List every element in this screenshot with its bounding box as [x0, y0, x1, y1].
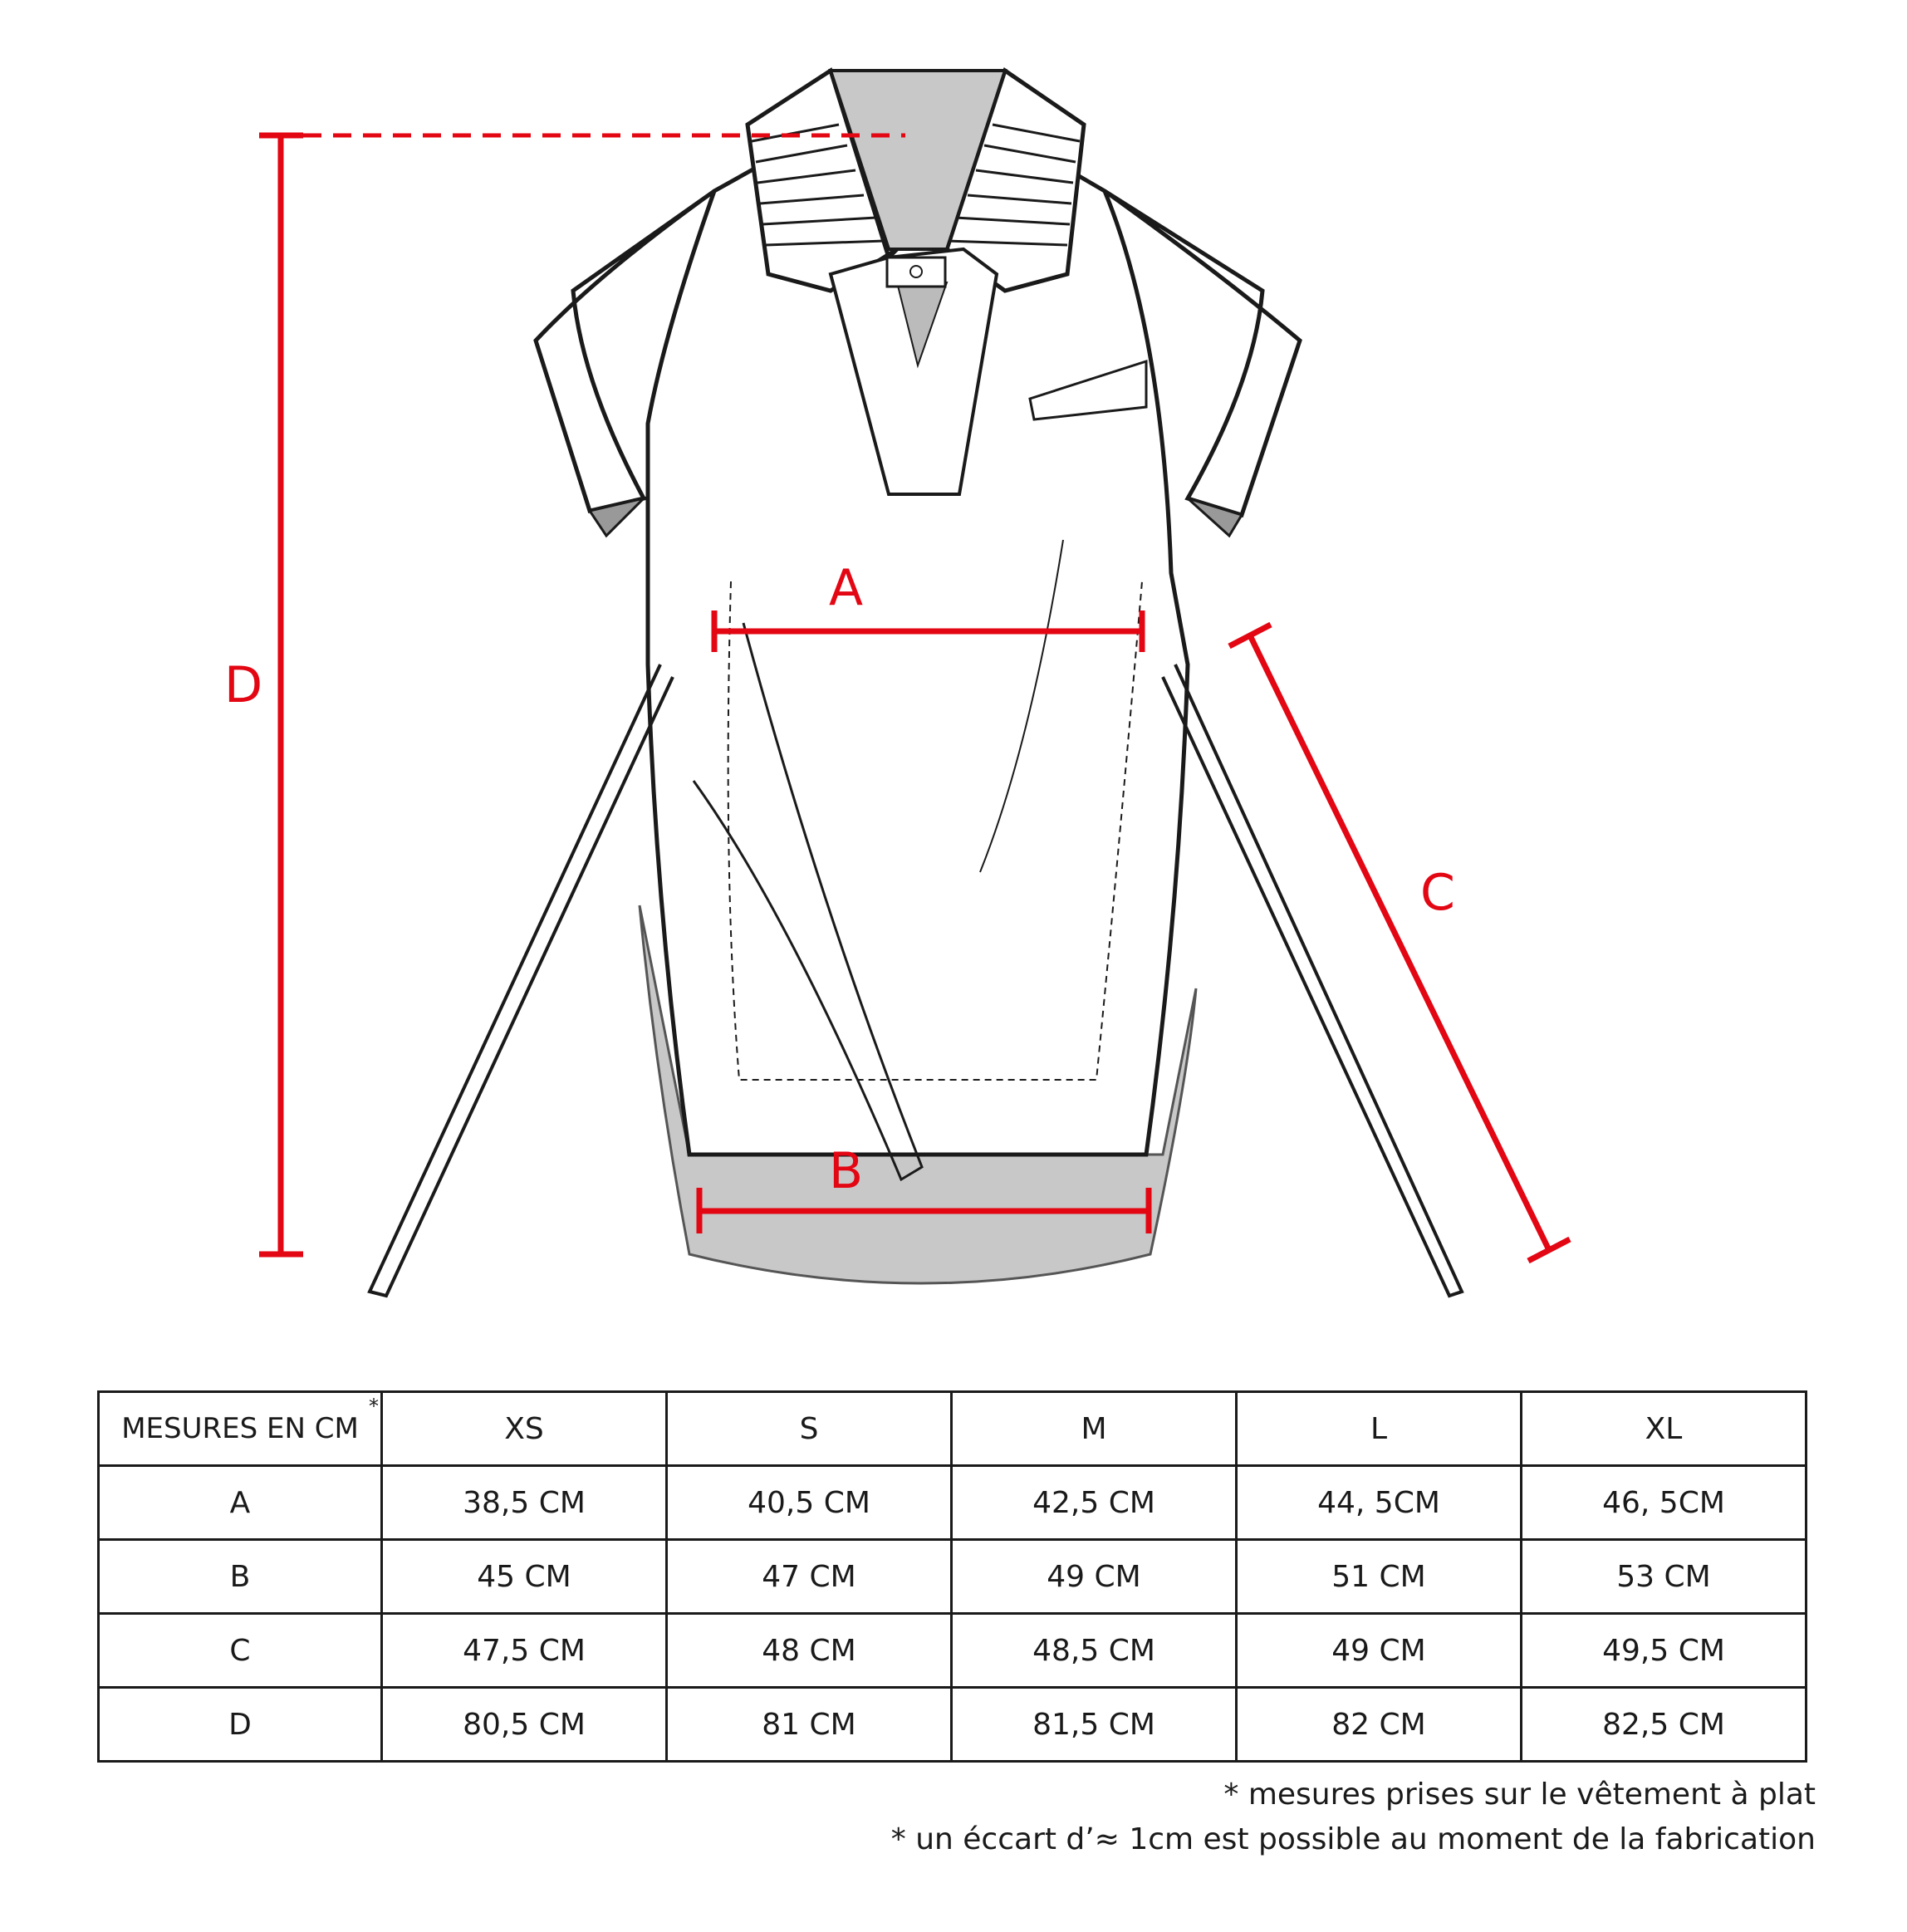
- table-row: C 47,5 CM 48 CM 48,5 CM 49 CM 49,5 CM: [97, 1612, 1807, 1689]
- table-cell: 47 CM: [665, 1538, 953, 1615]
- front-pocket-outline: [727, 581, 1143, 1081]
- table-cell: 82,5 CM: [1520, 1686, 1807, 1763]
- collar-ruffle-right-pleats: [946, 123, 1081, 247]
- size-header: XS: [380, 1390, 668, 1467]
- measure-b: [696, 1188, 1152, 1233]
- row-label: C: [97, 1612, 383, 1689]
- table-cell: 46, 5CM: [1520, 1464, 1807, 1541]
- table-cell: 38,5 CM: [380, 1464, 668, 1541]
- wrap-front-panel: [692, 622, 924, 1182]
- table-cell: 49 CM: [950, 1538, 1238, 1615]
- front-drape-line: [979, 539, 1064, 873]
- collar-back: [828, 69, 1007, 251]
- measure-c-label: C: [1420, 864, 1455, 922]
- row-label: A: [97, 1464, 383, 1541]
- measure-d-label: D: [224, 656, 262, 714]
- right-cuff: [1186, 497, 1244, 538]
- table-cell: 47,5 CM: [380, 1612, 668, 1689]
- table-row: B 45 CM 47 CM 49 CM 51 CM 53 CM: [97, 1538, 1807, 1615]
- size-header: M: [950, 1390, 1238, 1467]
- measure-a-label: A: [829, 559, 863, 617]
- row-label: B: [97, 1538, 383, 1615]
- size-header: L: [1235, 1390, 1522, 1467]
- size-header: XL: [1520, 1390, 1807, 1467]
- left-cuff: [587, 496, 648, 538]
- table-cell: 44, 5CM: [1235, 1464, 1522, 1541]
- garment-technical-drawing: D A B C: [224, 67, 1571, 1298]
- table-cell: 49,5 CM: [1520, 1612, 1807, 1689]
- footnote-tolerance: * un éccart d’≈ 1cm est possible au mome…: [890, 1822, 1816, 1856]
- size-header: S: [665, 1390, 953, 1467]
- chest-pocket: [1028, 359, 1148, 421]
- collar-ruffle-left-pleats: [751, 123, 885, 247]
- table-cell: 53 CM: [1520, 1538, 1807, 1615]
- table-header-row: MESURES EN CM * XS S M L XL: [97, 1390, 1807, 1467]
- measure-a: [711, 610, 1145, 652]
- table-corner-cell: MESURES EN CM *: [97, 1390, 383, 1467]
- right-side-tie: [1161, 664, 1464, 1298]
- measure-c: [1228, 621, 1571, 1264]
- row-label: D: [97, 1686, 383, 1763]
- collar-button: [909, 265, 923, 278]
- table-row: D 80,5 CM 81 CM 81,5 CM 82 CM 82,5 CM: [97, 1686, 1807, 1763]
- table-cell: 81 CM: [665, 1686, 953, 1763]
- table-cell: 45 CM: [380, 1538, 668, 1615]
- table-cell: 80,5 CM: [380, 1686, 668, 1763]
- corner-label: MESURES EN CM: [121, 1412, 359, 1445]
- table-cell: 82 CM: [1235, 1686, 1522, 1763]
- table-cell: 81,5 CM: [950, 1686, 1238, 1763]
- table-cell: 40,5 CM: [665, 1464, 953, 1541]
- table-cell: 49 CM: [1235, 1612, 1522, 1689]
- footnote-flat-measure: * mesures prises sur le vêtement à plat: [1223, 1778, 1816, 1812]
- table-cell: 48 CM: [665, 1612, 953, 1689]
- table-cell: 42,5 CM: [950, 1464, 1238, 1541]
- measure-d: [259, 132, 905, 1258]
- measure-b-label: B: [829, 1142, 863, 1200]
- table-cell: 48,5 CM: [950, 1612, 1238, 1689]
- table-row: A 38,5 CM 40,5 CM 42,5 CM 44, 5CM 46, 5C…: [97, 1464, 1807, 1541]
- left-side-tie: [367, 664, 674, 1298]
- size-chart-table: MESURES EN CM * XS S M L XL A 38,5 CM 40…: [97, 1390, 1807, 1763]
- table-cell: 51 CM: [1235, 1538, 1522, 1615]
- hem-band: [638, 905, 1198, 1285]
- corner-star: *: [369, 1395, 379, 1418]
